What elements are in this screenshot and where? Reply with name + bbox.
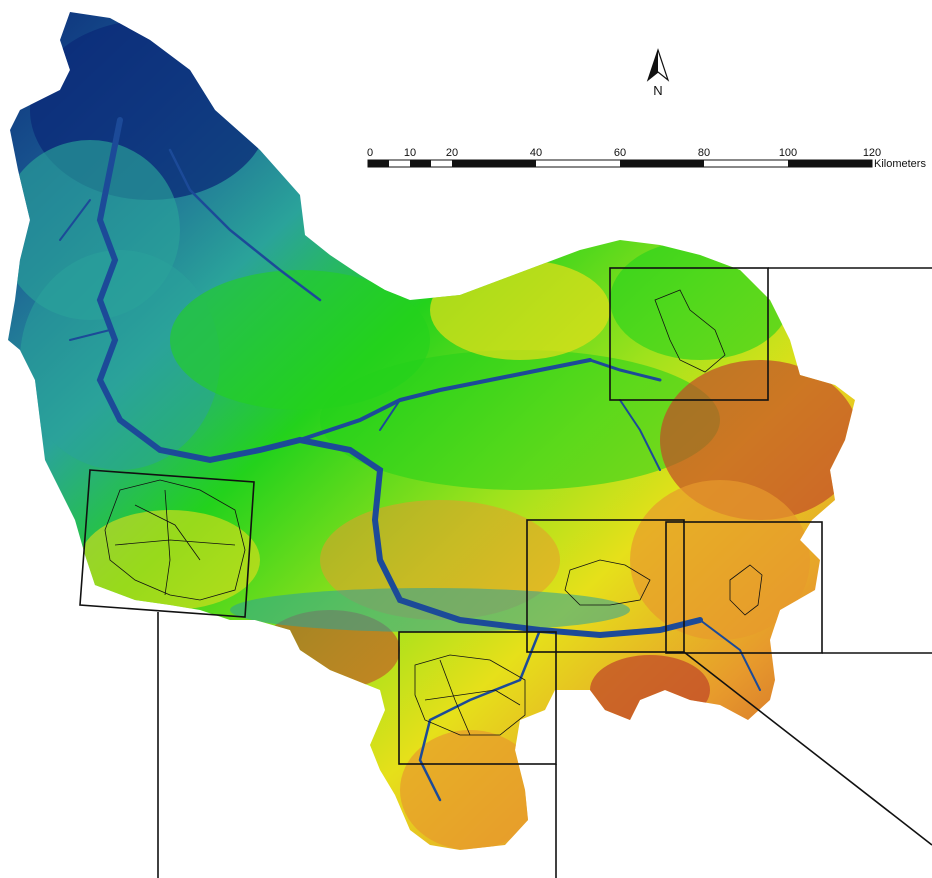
scale-tick-label: 10 — [404, 147, 416, 159]
inset-box-north-east — [609, 267, 769, 401]
inset-box-east — [665, 521, 823, 654]
scale-bar: 0 10 20 40 60 80 100 120 Kilometers — [367, 147, 927, 170]
scale-tick-label: 60 — [614, 147, 626, 159]
north-label: N — [653, 83, 662, 98]
river-network — [59, 117, 761, 802]
scale-tick-label: 80 — [698, 147, 710, 159]
scale-tick-label: 100 — [779, 147, 797, 159]
inset-box-south — [398, 631, 557, 765]
scale-tick-label: 40 — [530, 147, 542, 159]
leader-lines — [157, 267, 932, 878]
scale-tick-label: 120 — [863, 147, 881, 159]
north-arrow: N — [646, 48, 670, 98]
inset-box-west — [79, 469, 255, 618]
subwatershed-outlines — [104, 289, 763, 736]
inset-boxes — [79, 267, 823, 765]
scale-tick-label: 20 — [446, 147, 458, 159]
scale-tick-label: 0 — [367, 147, 373, 159]
inset-box-central — [526, 519, 685, 653]
scale-unit-label: Kilometers — [874, 158, 926, 170]
